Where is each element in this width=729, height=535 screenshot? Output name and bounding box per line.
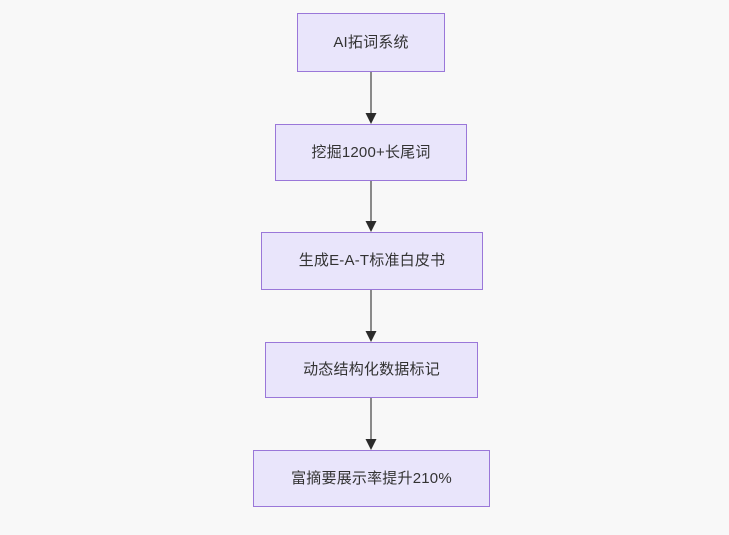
arrowhead-icon-n2-n3 xyxy=(365,221,377,232)
flowchart-node-label: 动态结构化数据标记 xyxy=(303,361,440,378)
flowchart-node-label: 生成E-A-T标准白皮书 xyxy=(298,252,446,269)
flowchart-node-label: AI拓词系统 xyxy=(333,33,409,51)
arrowhead-icon-n4-n5 xyxy=(365,439,377,450)
flowchart-node-dynamic-structured-data-markup[interactable]: 动态结构化数据标记 xyxy=(265,342,478,398)
edge-n1-n2 xyxy=(365,72,377,124)
edge-n2-n3 xyxy=(365,181,377,232)
arrowhead-icon-n3-n4 xyxy=(365,331,377,342)
flowchart-node-generate-eat-whitepaper[interactable]: 生成E-A-T标准白皮书 xyxy=(261,232,483,290)
edge-n4-n5 xyxy=(365,398,377,450)
flowchart-node-label: 挖掘1200+长尾词 xyxy=(311,143,431,161)
flowchart-node-mine-longtail-keywords[interactable]: 挖掘1200+长尾词 xyxy=(275,124,467,181)
flowchart-node-label: 富摘要展示率提升210% xyxy=(291,469,452,487)
arrowhead-icon-n1-n2 xyxy=(365,113,377,124)
flowchart-node-ai-keyword-system[interactable]: AI拓词系统 xyxy=(297,13,445,72)
edge-n3-n4 xyxy=(365,290,377,342)
flowchart-node-rich-snippet-rate-increase[interactable]: 富摘要展示率提升210% xyxy=(253,450,490,507)
